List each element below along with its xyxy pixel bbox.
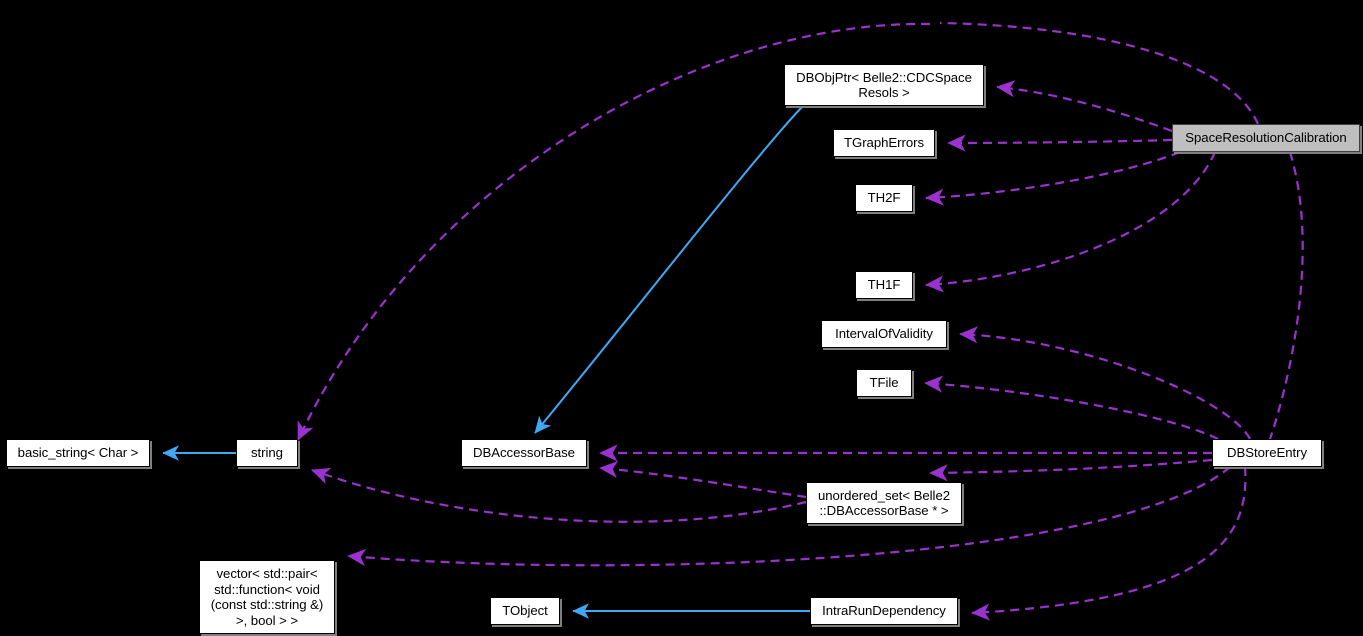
edge-spaceres-to-dbobjptr <box>996 80 1173 133</box>
node-label-basic_string: basic_string< Char > <box>17 445 139 461</box>
node-intervalofvalidity[interactable]: IntervalOfValidity <box>821 320 947 348</box>
edge-group <box>162 21 1304 621</box>
edge-unordered_set-to-dbaccessorbase <box>599 460 807 499</box>
node-tfile[interactable]: TFile <box>856 369 912 397</box>
edge-dbstoreentry-to-tfile <box>924 375 1219 440</box>
edge-spaceres-to-dbstoreentry-right <box>1268 151 1304 440</box>
edge-dbstoreentry-to-vector_pair <box>347 466 1231 567</box>
node-label-tobject: TObject <box>502 603 548 619</box>
node-dbaccessorbase[interactable]: DBAccessorBase <box>461 439 587 467</box>
edge-spaceres-to-th2f <box>925 150 1181 206</box>
node-label-th2f: TH2F <box>867 190 901 206</box>
node-label-dbstoreentry: DBStoreEntry <box>1226 445 1308 461</box>
node-label-tgrapherrors: TGraphErrors <box>843 135 924 151</box>
node-basic_string[interactable]: basic_string< Char > <box>6 439 150 467</box>
edge-spaceres-top-arc <box>939 21 1260 125</box>
node-label-tfile: TFile <box>869 375 899 391</box>
node-vector_pair[interactable]: vector< std::pair< std::function< void (… <box>199 560 335 634</box>
node-string[interactable]: string <box>236 439 298 467</box>
edge-spaceres-to-tgrapherrors <box>947 134 1173 152</box>
node-dbobjptr[interactable]: DBObjPtr< Belle2::CDCSpace Resols > <box>784 64 984 106</box>
node-th2f[interactable]: TH2F <box>855 184 913 212</box>
edge-dbobjptr-to-dbaccessorbase <box>534 105 804 434</box>
node-label-dbobjptr: DBObjPtr< Belle2::CDCSpace Resols > <box>796 69 972 101</box>
edge-unordered_set-to-string <box>311 467 807 523</box>
node-label-th1f: TH1F <box>867 277 901 293</box>
edge-dbstoreentry-to-string <box>929 458 1213 482</box>
node-intrarundependency[interactable]: IntraRunDependency <box>810 597 958 625</box>
edge-dbobjptr-to-string <box>297 22 931 441</box>
node-label-intrarundependency: IntraRunDependency <box>822 603 946 619</box>
edge-spaceres-to-th1f <box>925 151 1217 293</box>
node-label-vector_pair: vector< std::pair< std::function< void (… <box>210 566 324 628</box>
node-tgrapherrors[interactable]: TGraphErrors <box>833 129 935 157</box>
node-label-intervalofvalidity: IntervalOfValidity <box>835 326 933 342</box>
node-tobject[interactable]: TObject <box>490 597 560 625</box>
node-label-spaceresolutioncalibration: SpaceResolutionCalibration <box>1185 130 1347 146</box>
node-th1f[interactable]: TH1F <box>855 271 913 299</box>
node-unordered_set[interactable]: unordered_set< Belle2 ::DBAccessorBase *… <box>806 482 962 524</box>
node-label-string: string <box>251 445 283 461</box>
node-dbstoreentry[interactable]: DBStoreEntry <box>1212 439 1322 467</box>
node-label-unordered_set: unordered_set< Belle2 ::DBAccessorBase *… <box>817 487 951 519</box>
edge-dbstoreentry-to-intervalofvalidity <box>959 326 1251 440</box>
node-spaceresolutioncalibration[interactable]: SpaceResolutionCalibration <box>1172 124 1360 152</box>
node-label-dbaccessorbase: DBAccessorBase <box>473 445 575 461</box>
edge-dbstoreentry-to-intrarundependency <box>971 466 1247 621</box>
